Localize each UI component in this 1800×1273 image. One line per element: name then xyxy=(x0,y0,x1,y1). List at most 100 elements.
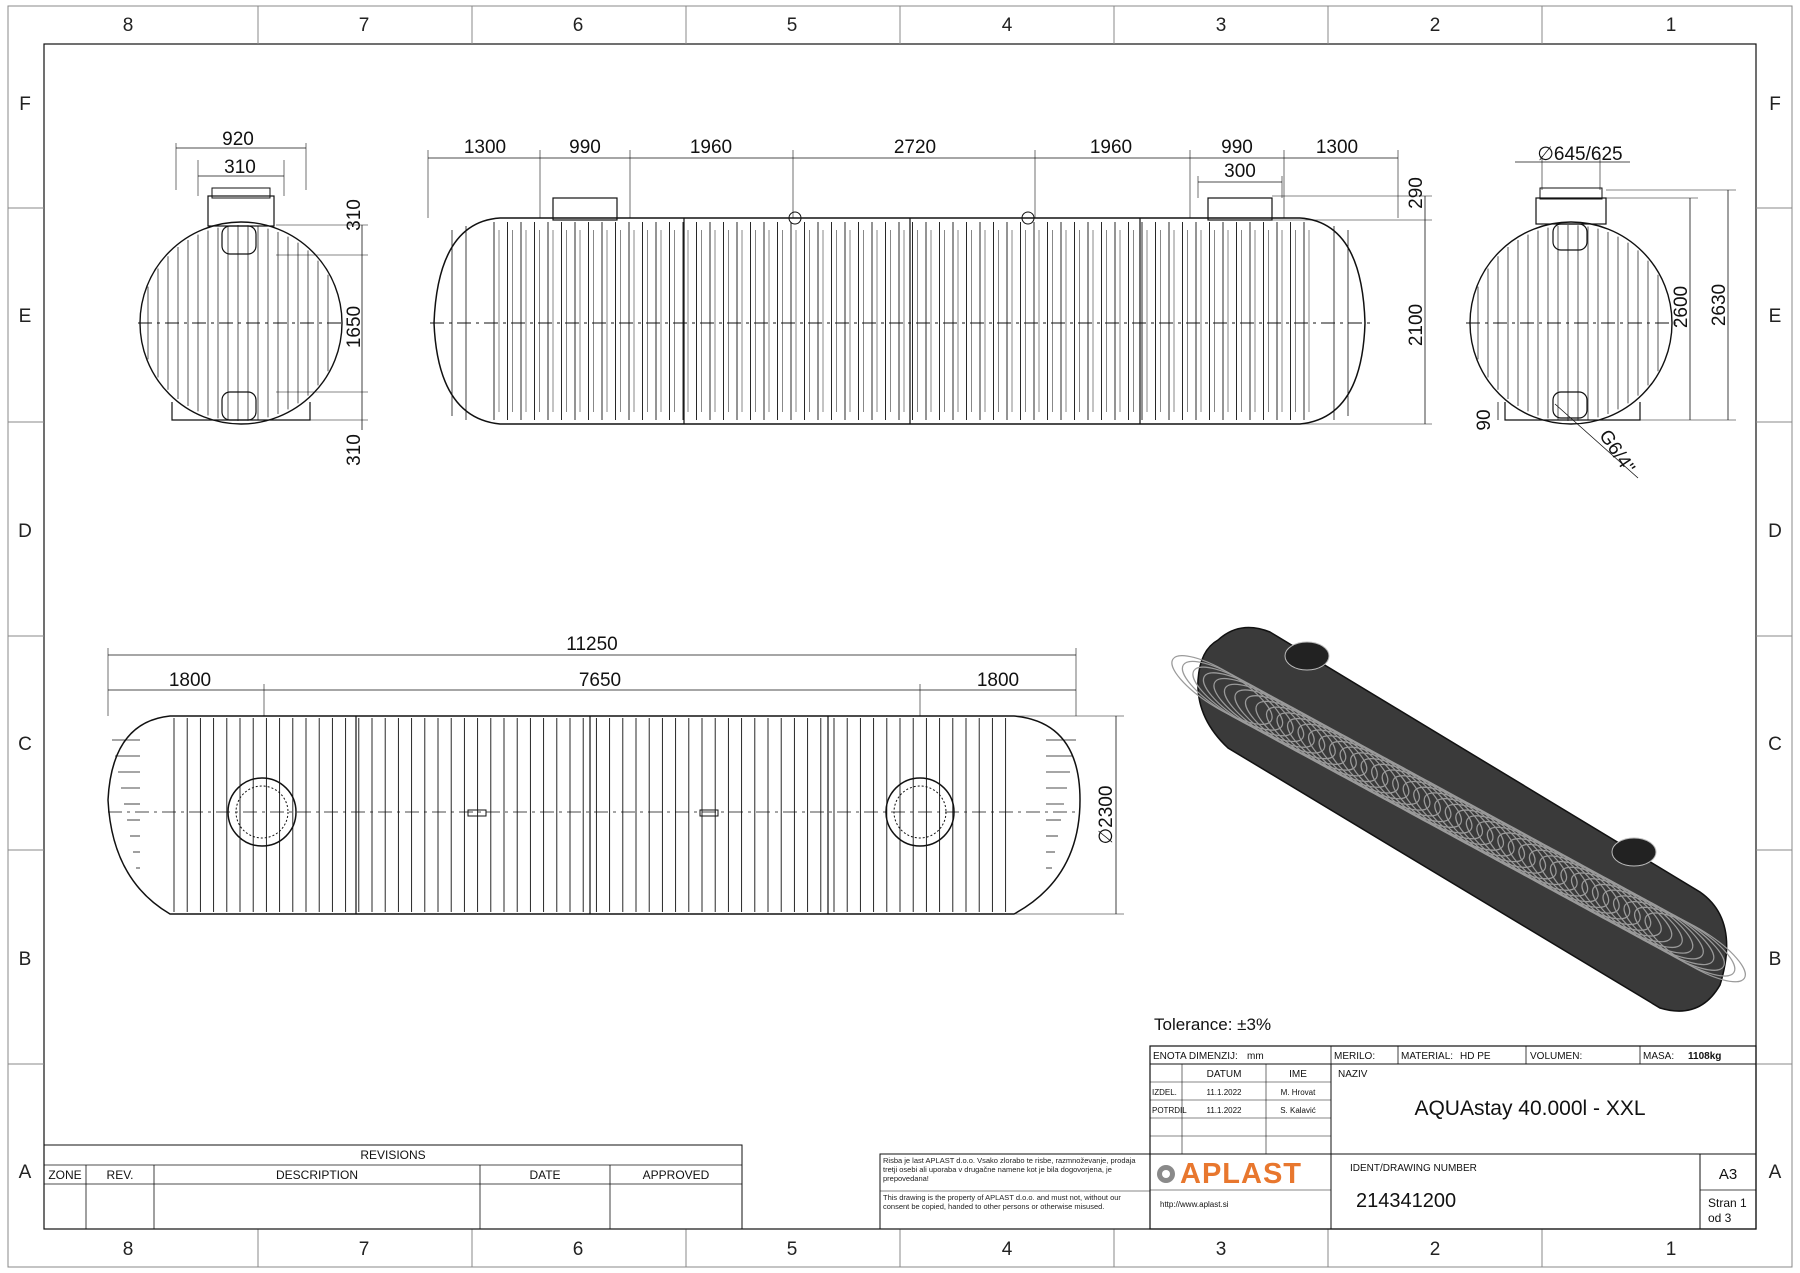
plan-view-body xyxy=(107,715,1081,915)
aplast-logo: APLAST xyxy=(1157,1158,1301,1190)
name-header: IME xyxy=(1289,1069,1307,1080)
iso-rib xyxy=(1644,912,1746,983)
row-label-left: D xyxy=(18,521,32,542)
plan-view-manhole-right-grid xyxy=(893,785,947,839)
row-label-left: E xyxy=(19,306,32,327)
col-label-bottom: 2 xyxy=(1430,1239,1441,1260)
iso-manhole-top xyxy=(1284,641,1330,671)
rev-col-header: REV. xyxy=(107,1168,134,1182)
revisions-title: REVISIONS xyxy=(360,1148,425,1162)
row-label-left: C xyxy=(18,734,32,755)
row-label-right: A xyxy=(1769,1162,1782,1183)
side-view-lug xyxy=(1021,211,1035,225)
drawn-label: IZDEL. xyxy=(1152,1088,1177,1097)
col-label-top: 2 xyxy=(1430,15,1441,36)
col-label-top: 1 xyxy=(1666,15,1677,36)
side-view-ribs xyxy=(493,222,1310,420)
plan-view-lug xyxy=(699,809,719,817)
scale-label: MERILO: xyxy=(1334,1051,1375,1062)
col-label-top: 6 xyxy=(573,15,584,36)
iso-body xyxy=(1197,626,1728,1012)
checked-label: POTRDIL xyxy=(1152,1106,1187,1115)
website: http://www.aplast.si xyxy=(1160,1200,1229,1209)
col-label-bottom: 3 xyxy=(1216,1239,1227,1260)
side-dim: 1300 xyxy=(464,137,506,158)
title-label: NAZIV xyxy=(1338,1069,1368,1080)
iso-ribs xyxy=(1171,655,1746,983)
side-neck-width: 300 xyxy=(1224,161,1256,182)
front-view-base xyxy=(171,402,311,421)
side-view-lug xyxy=(788,211,802,225)
material-value: HD PE xyxy=(1460,1051,1491,1062)
col-label-top: 5 xyxy=(787,15,798,36)
volume-label: VOLUMEN: xyxy=(1530,1051,1582,1062)
side-body-height: 2100 xyxy=(1406,304,1427,346)
row-label-left: F xyxy=(19,94,31,115)
ident-value: 214341200 xyxy=(1356,1190,1456,1212)
drawn-name: M. Hrovat xyxy=(1281,1088,1316,1097)
front-view-neck-top xyxy=(211,187,271,199)
revisions-text: REVISIONS ZONE REV. DESCRIPTION DATE APP… xyxy=(48,1148,709,1182)
row-label-right: F xyxy=(1769,94,1781,115)
row-label-left: B xyxy=(19,949,32,970)
end-view-neck-top xyxy=(1539,187,1603,200)
drawing-title: AQUAstay 40.000l - XXL xyxy=(1414,1097,1645,1120)
ident-label: IDENT/DRAWING NUMBER xyxy=(1350,1163,1477,1174)
material-label: MATERIAL: xyxy=(1401,1051,1453,1062)
side-view-body xyxy=(433,217,1366,425)
side-dim: 1960 xyxy=(690,137,732,158)
end-view-neck xyxy=(1535,197,1607,225)
rev-col-header: APPROVED xyxy=(643,1168,710,1182)
outer-border xyxy=(7,5,1793,1268)
front-body-height: 1650 xyxy=(344,306,365,348)
row-label-right: C xyxy=(1768,734,1782,755)
row-label-right: D xyxy=(1768,521,1782,542)
row-label-right: B xyxy=(1769,949,1782,970)
side-neck-height: 290 xyxy=(1406,177,1427,209)
rev-col-header: ZONE xyxy=(48,1168,81,1182)
col-label-top: 3 xyxy=(1216,15,1227,36)
page-line-1: Stran 1 xyxy=(1708,1196,1747,1210)
col-label-bottom: 7 xyxy=(359,1239,370,1260)
col-label-bottom: 1 xyxy=(1666,1239,1677,1260)
front-view-inlet xyxy=(221,225,257,255)
zone-labels: 8 7 6 5 4 3 2 1 8 7 6 5 4 3 2 1 F E D C … xyxy=(18,15,1782,1260)
end-thread: G6/4" xyxy=(1594,426,1638,477)
ownership-notice-en: This drawing is the property of APLAST d… xyxy=(883,1193,1121,1211)
plan-view-manhole-left xyxy=(227,777,297,847)
rev-col-header: DESCRIPTION xyxy=(276,1168,358,1182)
end-view: ∅645/625 2600 2630 90 G6/4" xyxy=(1466,144,1736,479)
row-label-right: E xyxy=(1769,306,1782,327)
plan-overall: 11250 xyxy=(566,634,617,655)
end-height-inner: 2600 xyxy=(1671,286,1692,328)
inner-border xyxy=(43,43,1757,1230)
rev-col-header: DATE xyxy=(529,1168,560,1182)
drawn-date: 11.1.2022 xyxy=(1207,1088,1243,1097)
end-neck-diameter: ∅645/625 xyxy=(1537,144,1622,165)
end-height-total: 2630 xyxy=(1709,284,1730,326)
plan-view-manhole-left-grid xyxy=(235,785,289,839)
unit-value: mm xyxy=(1247,1051,1264,1062)
revisions-table xyxy=(43,1144,743,1230)
side-view-neck-left xyxy=(552,197,618,221)
unit-label: ENOTA DIMENZIJ: xyxy=(1153,1051,1238,1062)
col-label-bottom: 8 xyxy=(123,1239,134,1260)
side-view-neck-right xyxy=(1207,197,1273,221)
end-view-inlet xyxy=(1552,223,1588,251)
isometric-view xyxy=(1171,626,1746,1012)
front-overall-width: 920 xyxy=(222,129,254,150)
side-view-dim-ticks xyxy=(427,150,1399,218)
plan-diameter: ∅2300 xyxy=(1096,786,1117,845)
col-label-top: 7 xyxy=(359,15,370,36)
side-dim: 1960 xyxy=(1090,137,1132,158)
checked-date: 11.1.2022 xyxy=(1207,1106,1243,1115)
end-view-outlet xyxy=(1552,391,1588,419)
side-dim: 990 xyxy=(1221,137,1253,158)
side-dim: 2720 xyxy=(894,137,936,158)
mass-label: MASA: xyxy=(1643,1051,1674,1062)
col-label-top: 8 xyxy=(123,15,134,36)
side-dim: 990 xyxy=(569,137,601,158)
col-label-bottom: 5 xyxy=(787,1239,798,1260)
date-header: DATUM xyxy=(1207,1069,1242,1080)
plan-view-ribs xyxy=(112,718,1076,912)
